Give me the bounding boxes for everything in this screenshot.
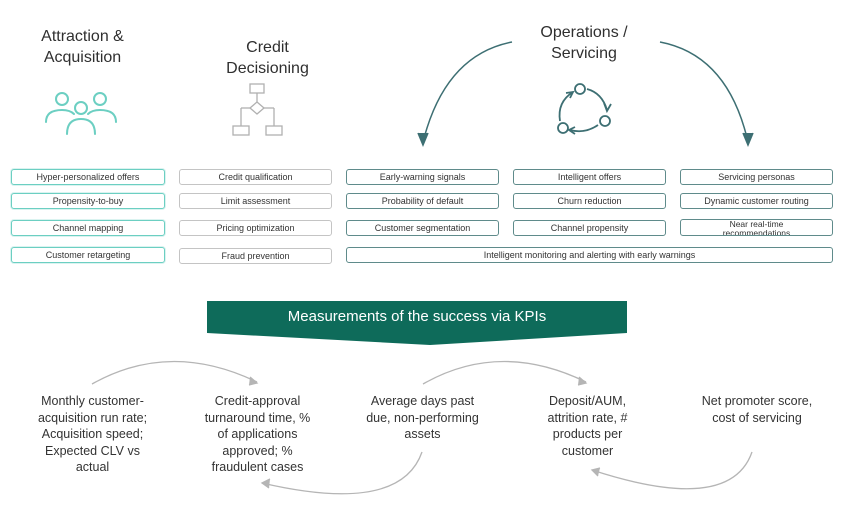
pill-near-real-time-recommendations: Near real-time recommendations [680,219,833,236]
kpi-servicing: Net promoter score, cost of servicing [701,394,813,425]
pill-dynamic-customer-routing: Dynamic customer routing [680,193,833,209]
pill-customer-retargeting: Customer retargeting [11,247,165,263]
kpi-attraction: Monthly customer- acquisition run rate; … [37,394,148,474]
credit-title: Credit Decisioning [226,39,309,77]
people-group-icon [45,92,117,135]
pill-hyper-personalized-offers: Hyper-personalized offers [11,169,165,185]
kpi-early-warning: Average days past due, non-performing as… [366,394,479,441]
kpi-banner-title: Measurements of the success via KPIs [287,308,547,325]
pill-servicing-personas: Servicing personas [680,169,833,185]
flowchart-icon [232,83,283,136]
pill-propensity-to-buy: Propensity-to-buy [11,193,165,209]
left-curved-arrow [422,41,513,143]
pill-probability-of-default: Probability of default [346,193,499,209]
cycle-arrows-icon [557,83,612,135]
pill-channel-mapping: Channel mapping [11,220,165,236]
pill-channel-propensity: Channel propensity [513,220,666,236]
pill-pricing-optimization: Pricing optimization [179,220,332,236]
right-curved-arrow [659,41,749,143]
pill-intelligent-monitoring: Intelligent monitoring and alerting with… [346,247,833,263]
pill-early-warning-signals: Early-warning signals [346,169,499,185]
pill-churn-reduction: Churn reduction [513,193,666,209]
pill-limit-assessment: Limit assessment [179,193,332,209]
attraction-title: Attraction & Acquisition [41,28,124,66]
pill-fraud-prevention: Fraud prevention [179,248,332,264]
pill-intelligent-offers: Intelligent offers [513,169,666,185]
operations-title: Operations / Servicing [540,24,628,62]
kpi-credit: Credit-approval turnaround time, % of ap… [204,394,311,474]
kpi-deposits: Deposit/AUM, attrition rate, # products … [547,394,628,458]
pill-credit-qualification: Credit qualification [179,169,332,185]
pill-customer-segmentation: Customer segmentation [346,220,499,236]
kpi-banner-shape [207,301,627,345]
kpi-cycle-arrows [91,360,753,495]
operations-curved-arrows [417,41,754,147]
